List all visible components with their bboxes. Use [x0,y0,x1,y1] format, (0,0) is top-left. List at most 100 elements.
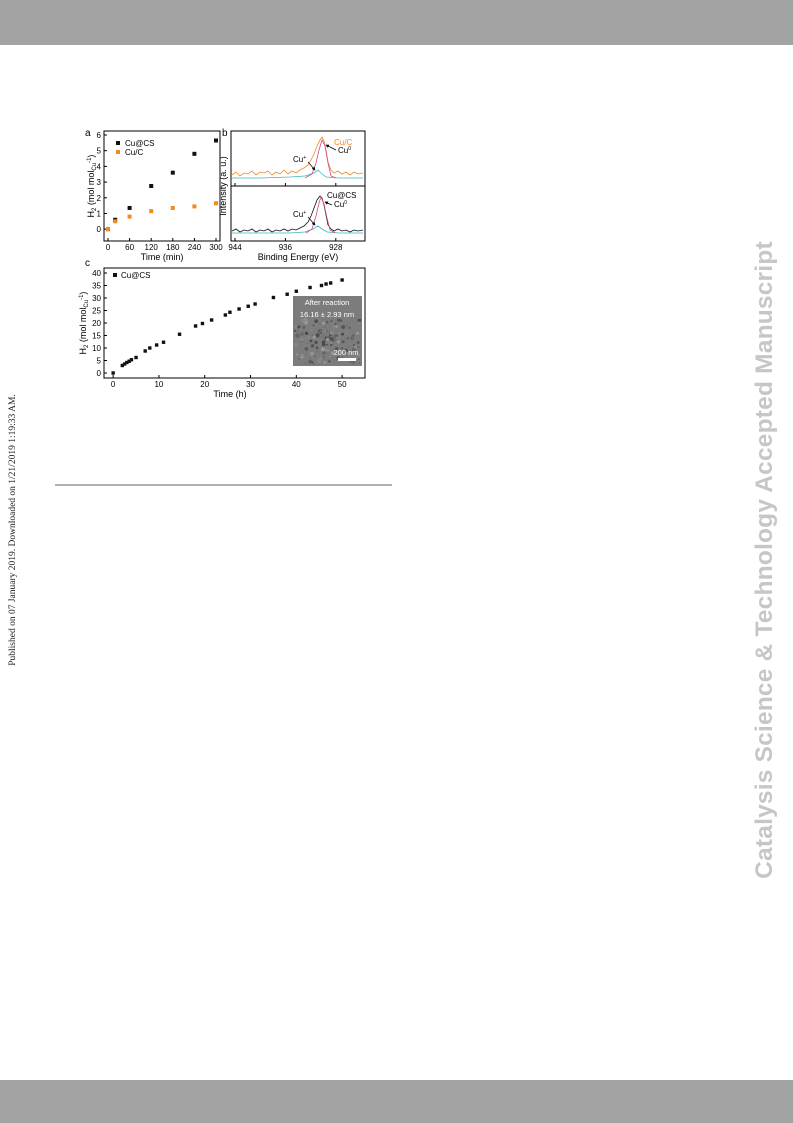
tem-grain [326,351,330,356]
a-point-1-0 [106,227,110,232]
c-point-0-22 [294,289,299,293]
c-xtick-label-4: 40 [292,380,301,389]
tem-grain [315,323,318,326]
c-point-0-24 [319,283,324,288]
section-divider [55,484,392,486]
panel-a-ylabel: H2 (mol molCu-1) [86,155,98,218]
tem-grain [299,328,302,331]
tem-grain [329,331,334,335]
c-ytick-label-2: 10 [92,344,101,353]
c-point-0-26 [328,281,333,285]
label-cu-c: Cu/C [334,138,352,147]
tem-grain [320,331,322,333]
tem-grain [318,356,323,361]
c-point-0-17 [237,307,241,311]
legend-marker-c-cu-cs [113,273,117,277]
c-point-0-0 [111,371,115,375]
tem-grain [294,343,298,347]
tem-grain [346,337,349,339]
tem-grain [318,323,321,325]
header-band [0,0,793,45]
a-xtick-label-2: 120 [145,243,159,252]
a-xtick-label-4: 240 [188,243,202,252]
tem-grain [325,320,329,324]
c-xtick-label-1: 10 [154,380,163,389]
tem-grain [335,336,338,339]
tem-grain [301,338,303,341]
b-xtick-label-0: 944 [228,243,242,252]
tem-grain [340,319,343,322]
panel-c-label: c [85,258,90,269]
tem-grain [294,332,296,335]
c-point-0-25 [324,282,328,286]
panel-a-points [106,138,218,232]
c-point-0-16 [228,310,232,314]
tem-grain [301,318,305,323]
tem-grain [314,319,318,324]
tem-grain [313,363,315,365]
a-ytick-label-5: 5 [97,147,102,156]
panel-a-xlabel: Time (min) [141,252,184,262]
tem-grain [321,347,325,352]
c-point-0-21 [285,292,289,296]
tem-grain [346,325,348,327]
tem-grain [309,342,312,344]
c-point-0-8 [148,346,152,350]
tem-grain [314,340,318,345]
ann-top-cu-plus: Cu+ [293,155,306,164]
tem-grain [358,323,360,325]
c-point-0-23 [308,285,312,290]
c-point-0-13 [200,321,205,326]
tem-grain [323,357,325,359]
tem-texture [293,317,362,366]
tem-grain [335,325,338,328]
tem-grain [336,340,341,344]
c-ytick-label-5: 25 [92,307,101,316]
legend-cu-c: Cu/C [125,148,143,157]
tem-grain [309,340,312,343]
tem-grain [293,329,296,332]
footer-band [0,1080,793,1123]
arrow-top-cu0 [325,144,337,151]
tem-grain [310,329,313,332]
a-ytick-label-3: 3 [97,178,102,187]
a-ytick-label-0: 0 [97,225,102,234]
a-ytick-label-6: 6 [97,131,102,140]
panel-b-ylabel: Intensity (a. u.) [218,156,228,216]
c-point-0-11 [177,332,182,336]
tem-grain [351,347,356,352]
spectrum-cu-cs [231,195,364,233]
tem-grain [315,349,319,353]
panel-c-ylabel: H2 (mol molCu-1) [78,292,90,355]
tem-grain [303,353,307,357]
scale-bar [338,358,356,361]
tem-grain [341,332,344,336]
c-point-0-19 [253,302,257,306]
tem-grain [295,333,300,338]
tem-grain [334,346,339,351]
c-xtick-label-5: 50 [338,380,347,389]
tem-grain [304,331,309,335]
panel-c-points [111,278,344,375]
a-ytick-label-2: 2 [97,194,102,203]
tem-grain [358,362,361,364]
c-ytick-label-6: 30 [92,294,101,303]
c-point-0-6 [134,355,138,360]
tem-grain [304,347,309,351]
tem-grain [348,326,351,330]
tem-grain [317,330,319,332]
tem-grain [309,357,311,360]
c-point-0-27 [340,278,344,282]
tem-grain [315,333,320,338]
tem-grain [293,362,296,365]
a-xtick-label-0: 0 [106,243,111,252]
tem-grain [323,361,327,364]
arrow-bottom-cu-plus [307,216,316,226]
tem-grain [330,343,333,347]
tem-grain [306,335,311,340]
a-point-0-5 [192,151,197,156]
a-xtick-label-3: 180 [166,243,180,252]
tem-grain [329,355,331,358]
c-point-0-10 [161,340,166,344]
